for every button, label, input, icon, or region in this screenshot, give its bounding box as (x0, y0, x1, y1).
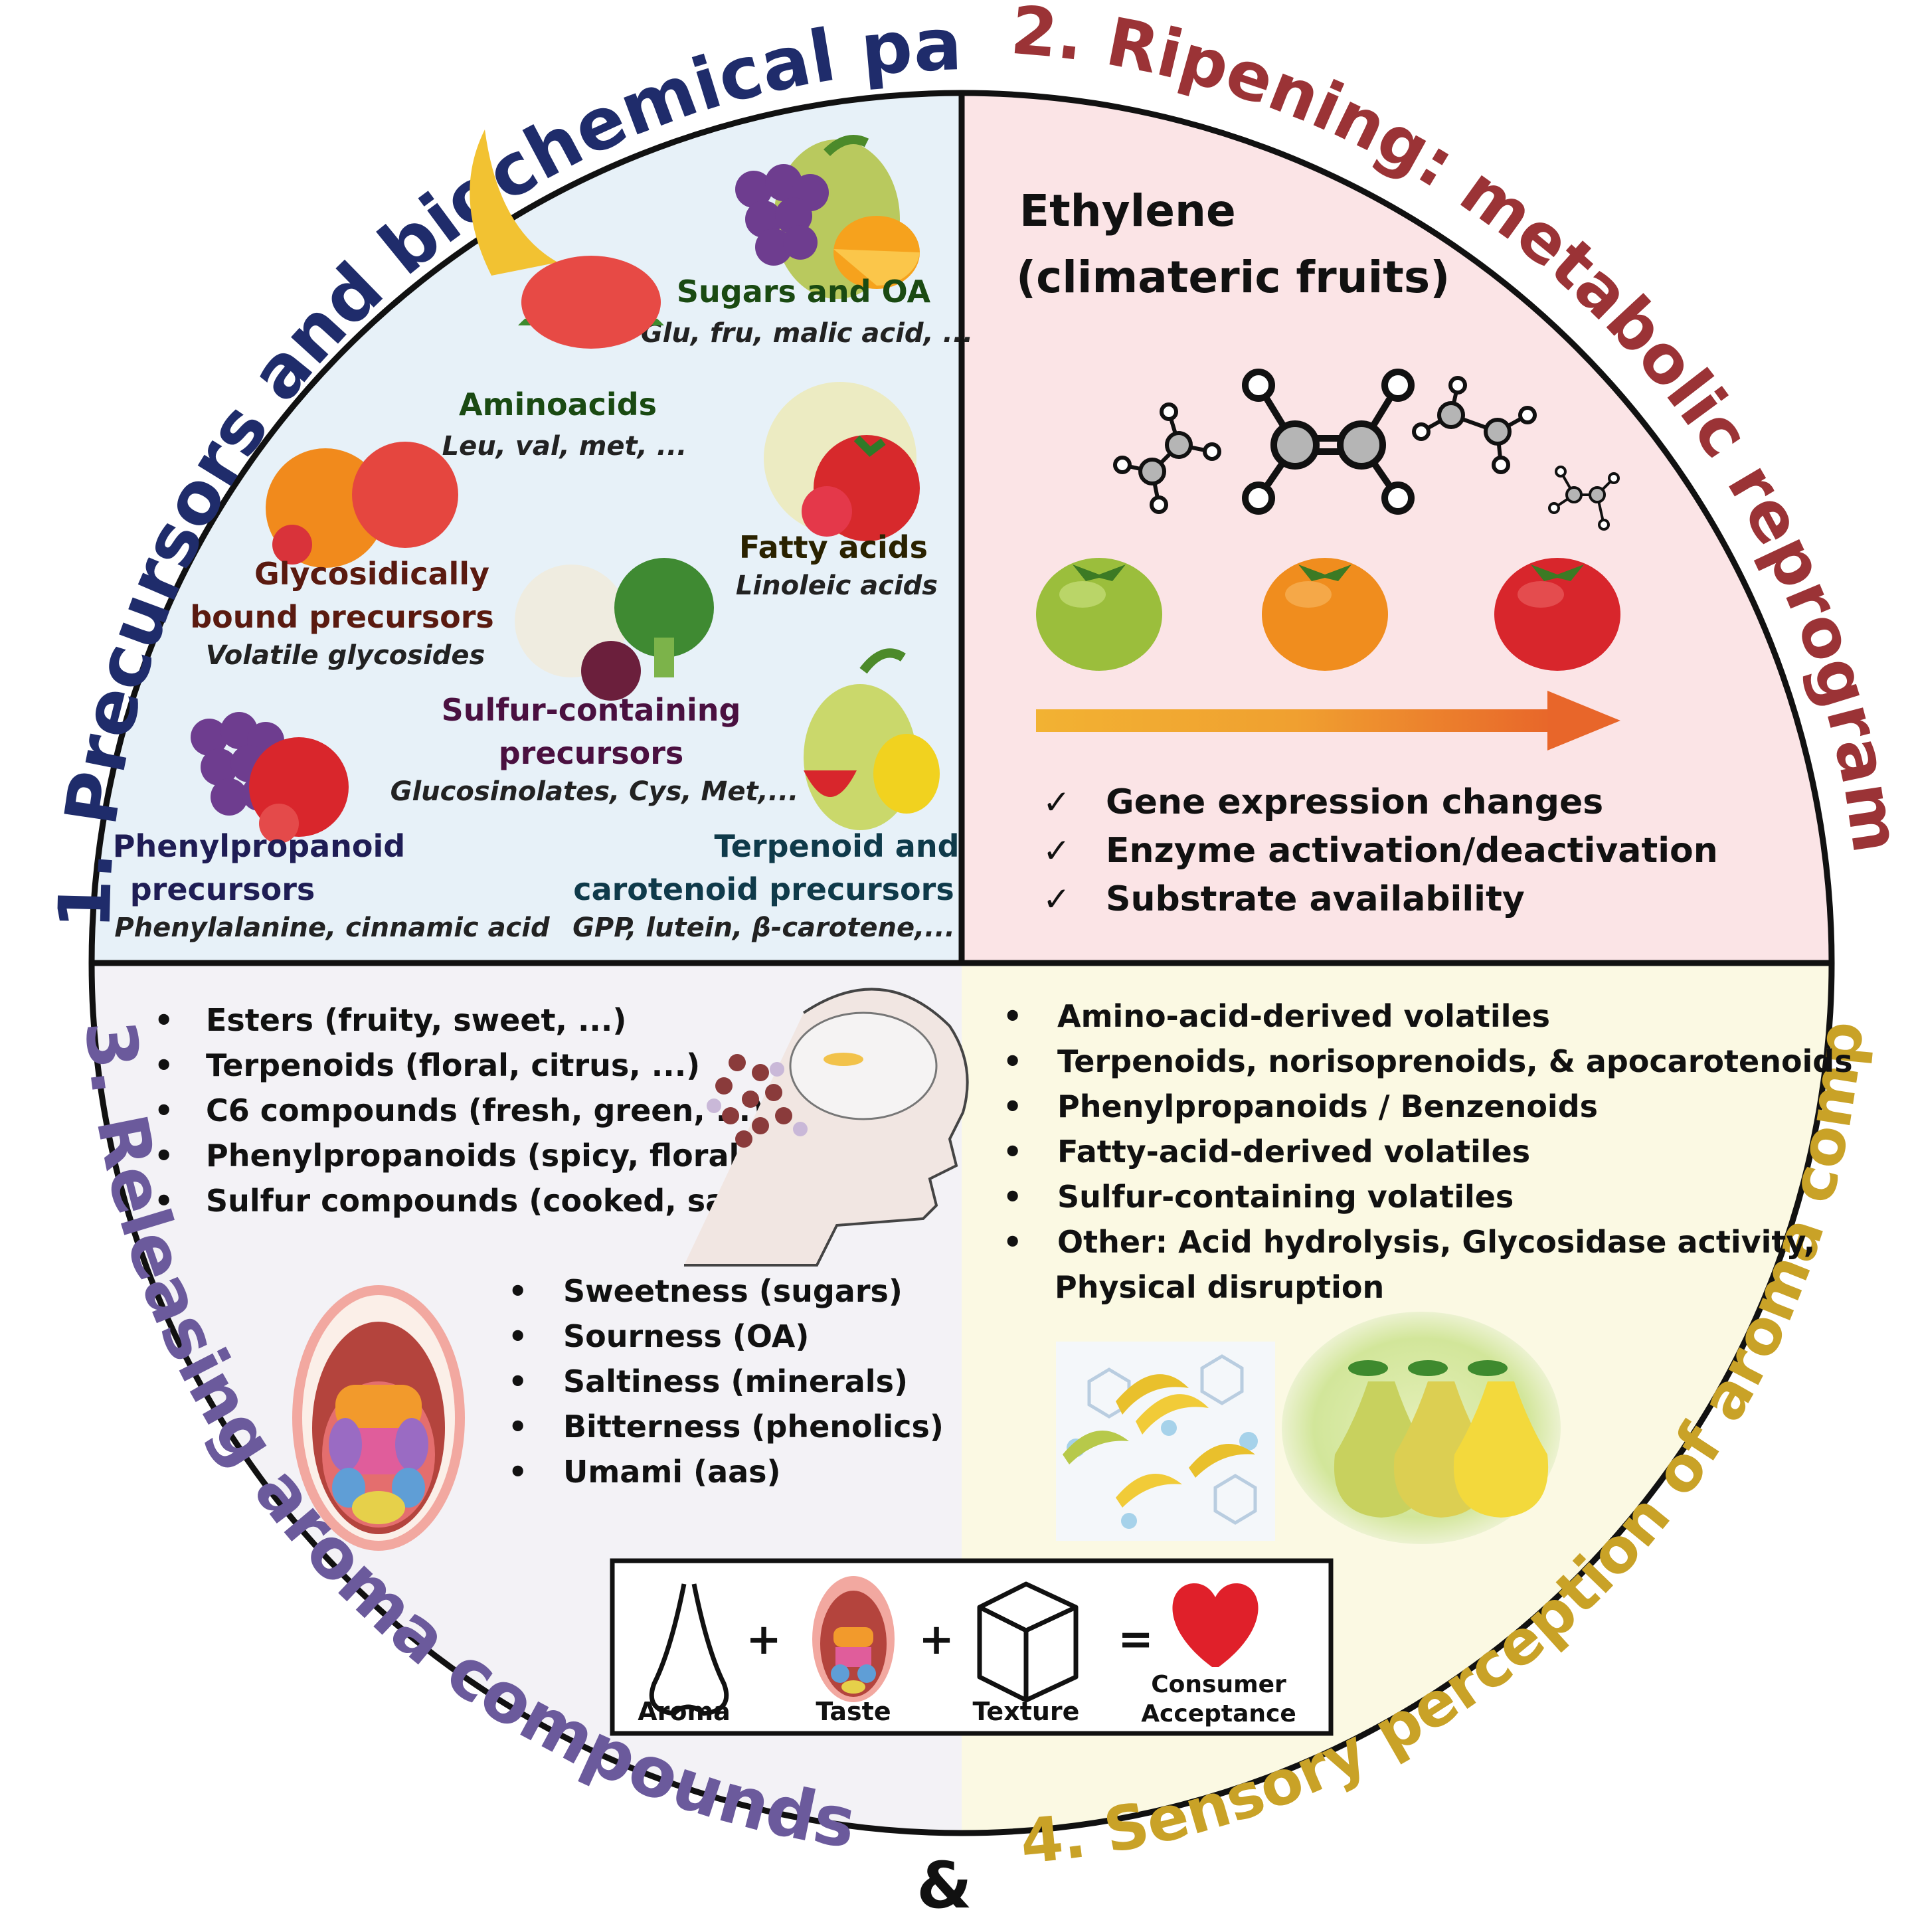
consumer-acceptance-equation: Aroma + Taste + Texture = Consumer Accep… (610, 1558, 1334, 1736)
head-smelling-icon (684, 988, 969, 1267)
sensory-list-item: Other: Acid hydrolysis, Glycosidase acti… (1057, 1224, 1815, 1260)
nose-icon (649, 1583, 729, 1716)
orange-tomato-icon (1262, 558, 1388, 671)
bullet: • (154, 1138, 173, 1174)
check-icon: ✓ (1043, 783, 1071, 822)
bullet: • (1003, 1043, 1022, 1079)
check-item: Enzyme activation/deactivation (1106, 831, 1718, 871)
bullet: • (508, 1363, 527, 1399)
melon-tomato-icon (764, 382, 920, 541)
glyco-title-line1: Glycosidically (254, 556, 489, 592)
sulfur-title-line1: Sulfur-containing (442, 692, 741, 728)
bullet: • (154, 1002, 173, 1038)
green-tomato-icon (1036, 558, 1162, 671)
equation-aroma-label: Aroma (638, 1697, 731, 1726)
terpenoid-detail: GPP, lutein, β-carotene,... (572, 913, 955, 943)
ampersand: & (916, 1848, 972, 1923)
terpenoid-title-line2: carotenoid precursors (573, 871, 954, 907)
mouth-tongue-icon (292, 1285, 465, 1551)
check-item: Gene expression changes (1106, 782, 1603, 822)
equation-taste-label: Taste (816, 1697, 891, 1726)
ripening-checklist: ✓ Gene expression changes ✓ Enzyme activ… (1043, 782, 1718, 919)
bullet: • (1003, 1089, 1022, 1124)
fatty-title: Fatty acids (739, 529, 928, 565)
bullet: • (154, 1093, 173, 1128)
equation-result-line1: Consumer (1151, 1671, 1286, 1698)
bullet: • (154, 1047, 173, 1083)
sulfur-title-line2: precursors (499, 735, 684, 771)
taste-list-item: Sweetness (sugars) (563, 1273, 903, 1309)
sensory-list-item: Terpenoids, norisoprenoids, & apocaroten… (1057, 1043, 1853, 1079)
taste-mouth-icon (812, 1576, 895, 1702)
orange-peach-icon (266, 442, 458, 568)
bullet: • (508, 1409, 527, 1445)
taste-list-item: Saltiness (minerals) (563, 1363, 908, 1399)
banana-watermelon-icon (470, 130, 664, 349)
ethylene-molecule-small-icon (1412, 376, 1537, 474)
pears-icon (1282, 1312, 1561, 1544)
sensory-list: • Amino-acid-derived volatiles • Terpeno… (1003, 998, 1853, 1305)
bullet: • (508, 1454, 527, 1490)
aminoacids-title: Aminoacids (459, 387, 657, 422)
bullet: • (508, 1273, 527, 1309)
aminoacids-detail: Leu, val, met, ... (442, 431, 687, 462)
sensory-list-item: Phenylpropanoids / Benzenoids (1057, 1089, 1598, 1124)
fruit-cluster-grapes-pear-icon (735, 135, 920, 299)
sugars-title: Sugars and OA (677, 274, 931, 309)
taste-list: • Sweetness (sugars) • Sourness (OA) • S… (508, 1273, 944, 1490)
aroma-list-item: Phenylpropanoids (spicy, floral, ...) (206, 1138, 810, 1174)
aroma-list-item: Terpenoids (floral, citrus, ...) (206, 1047, 700, 1083)
check-icon: ✓ (1043, 880, 1071, 919)
glyco-detail: Volatile glycosides (206, 640, 485, 671)
equation-result-line2: Acceptance (1141, 1700, 1296, 1727)
cauliflower-broccoli-icon (515, 558, 714, 701)
red-tomato-icon (1494, 558, 1620, 671)
bullet: • (1003, 1134, 1022, 1170)
texture-cube-icon (977, 1581, 1079, 1703)
ethylene-molecule-tiny-icon (1548, 466, 1620, 531)
phenyl-title-line2: precursors (130, 871, 315, 907)
taste-list-item: Bitterness (phenolics) (563, 1409, 944, 1445)
banana-molecules-icon (1056, 1342, 1275, 1541)
sulfur-detail: Glucosinolates, Cys, Met,... (391, 776, 799, 807)
q2-content: Ethylene (climateric fruits) (1016, 185, 1718, 919)
sensory-list-item: Amino-acid-derived volatiles (1057, 998, 1550, 1034)
q3-content: • Esters (fruity, sweet, ...) • Terpenoi… (154, 988, 969, 1551)
heart-icon (1172, 1583, 1259, 1667)
bullet: • (1003, 1224, 1022, 1260)
ethylene-molecule-small-icon (1113, 402, 1221, 514)
equation-texture-label: Texture (973, 1697, 1080, 1726)
check-item: Substrate availability (1106, 879, 1525, 919)
glyco-title-line2: bound precursors (190, 599, 494, 635)
sensory-list-continuation: Physical disruption (1055, 1269, 1384, 1305)
check-icon: ✓ (1043, 832, 1071, 870)
bullet: • (1003, 1179, 1022, 1215)
aroma-list-item: C6 compounds (fresh, green, ...) (206, 1093, 764, 1128)
bullet: • (508, 1318, 527, 1354)
ripening-arrow (1036, 691, 1620, 750)
fatty-detail: Linoleic acids (736, 571, 938, 601)
sensory-list-item: Fatty-acid-derived volatiles (1057, 1134, 1530, 1170)
q1-content: Sugars and OA Glu, fru, malic acid, ... … (113, 130, 973, 943)
equation-plus: + (746, 1615, 782, 1664)
phenyl-detail: Phenylalanine, cinnamic acid (114, 913, 550, 943)
phenyl-title-line1: Phenylpropanoid (113, 828, 405, 864)
taste-list-item: Umami (aas) (563, 1454, 781, 1490)
aroma-list-item: Esters (fruity, sweet, ...) (206, 1002, 626, 1038)
pear-lemon-strawberry-icon (804, 648, 940, 830)
equation-equals: = (1118, 1615, 1154, 1664)
q4-content: • Amino-acid-derived volatiles • Terpeno… (1003, 998, 1853, 1544)
terpenoid-title-line1: Terpenoid and (714, 828, 959, 864)
sugars-detail: Glu, fru, malic acid, ... (641, 318, 973, 349)
equation-plus: + (918, 1615, 954, 1664)
ethylene-subheading: (climateric fruits) (1016, 252, 1450, 303)
bullet: • (154, 1183, 173, 1219)
ethylene-molecule-large-icon (1242, 369, 1415, 515)
bullet: • (1003, 998, 1022, 1034)
taste-list-item: Sourness (OA) (563, 1318, 809, 1354)
grapes-apple-icon (191, 712, 349, 843)
sensory-list-item: Sulfur-containing volatiles (1057, 1179, 1514, 1215)
ethylene-heading: Ethylene (1019, 185, 1236, 236)
